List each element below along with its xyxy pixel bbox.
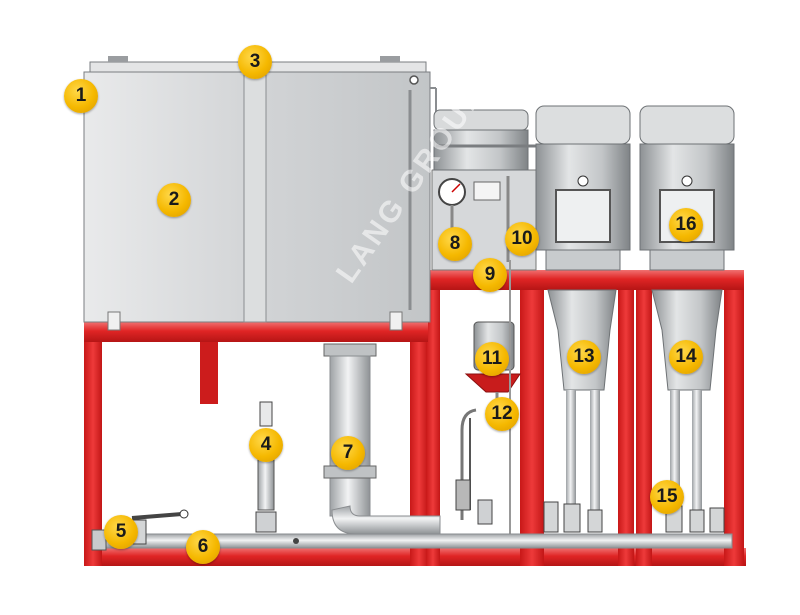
sensor-hose-1 [460,408,477,520]
callout-6: 6 [186,530,220,564]
support-frame [84,270,746,566]
motor-1-terminal-box [555,189,611,243]
tank-lid-handle-right [380,56,400,62]
frame-post-right [724,274,744,566]
pump-1-riser-right [590,390,600,520]
callout-2: 2 [157,183,191,217]
suction-column-flange-top [323,343,377,357]
outlet-1c [587,509,603,533]
motor-2-fan-cover [639,105,735,145]
tank-lid-handle-left [108,56,128,62]
outlet-2c [709,507,725,533]
pump-platform-beam [430,270,744,290]
outlet-1a [543,501,559,533]
callout-3: 3 [238,45,272,79]
header-port [293,538,299,544]
pump-outlets [543,501,725,533]
bottom-valve-a [477,499,493,525]
ball-valve-knob [179,509,189,519]
motor-1-flange [545,249,621,271]
pump-column-1 [547,289,617,520]
tank-vent [409,75,419,85]
panel-display [473,181,501,201]
callout-9: 9 [473,258,507,292]
outlet-1b [563,503,581,533]
float-valve-assembly [255,401,277,533]
tank-support-beam [84,322,428,342]
pressure-switch [455,479,471,511]
outlet-2b [689,509,705,533]
float-valve-nut [255,511,277,533]
motor-1-bolt [577,175,589,187]
suction-elbow [331,505,441,535]
callout-11: 11 [475,342,509,376]
drain-funnel [464,373,521,393]
tank-divider [243,71,267,323]
frame-leg-mid [410,326,428,566]
motor-2-bolt [681,175,693,187]
pump-1-riser-left [566,390,576,520]
float-valve-body [257,459,275,511]
tank-foot-left [107,311,121,331]
pump-2-riser-right [692,390,702,520]
frame-post-1 [426,270,440,566]
float-valve-stem-top [259,401,273,427]
callout-12: 12 [485,397,519,431]
main-motor-1 [535,105,631,271]
callout-1: 1 [64,79,98,113]
callout-5: 5 [104,515,138,549]
frame-leg-left [84,326,102,566]
frame-post-2 [520,280,544,566]
callout-8: 8 [438,227,472,261]
callout-15: 15 [650,480,684,514]
tank-foot-right [389,311,403,331]
water-tank [83,56,437,331]
callout-7: 7 [331,436,365,470]
pilot-motor-body [433,129,529,171]
callout-14: 14 [669,340,703,374]
callout-10: 10 [505,222,539,256]
callout-13: 13 [567,340,601,374]
manifold [91,509,733,551]
tank-drain-bracket [200,342,218,404]
ball-valve-handle [131,512,183,520]
frame-post-4 [636,280,652,566]
motor-1-fan-cover [535,105,631,145]
pressure-gauge-needle [451,183,461,193]
motor-2-flange [649,249,725,271]
callout-4: 4 [249,428,283,462]
frame-post-3 [618,280,634,566]
main-motor-2 [639,105,735,271]
pump-2-riser-left [670,390,680,520]
callout-16: 16 [669,208,703,242]
